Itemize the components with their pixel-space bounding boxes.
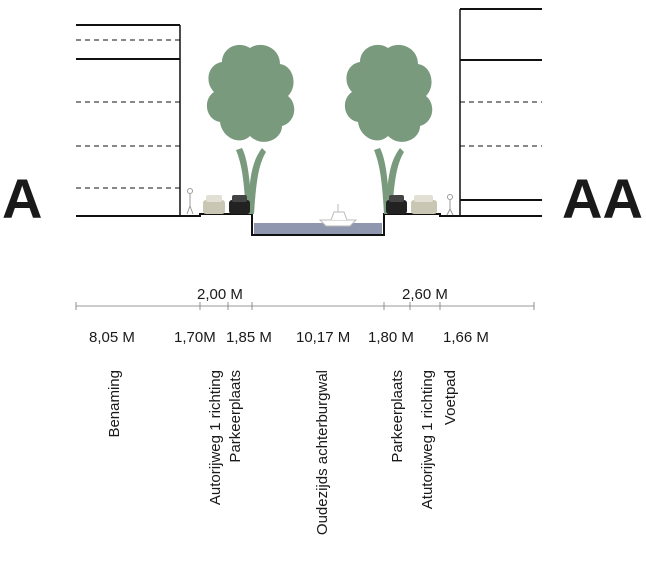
name-atutorijweg-right: Atutorijweg 1 richting xyxy=(419,370,436,509)
car-right-light xyxy=(411,195,437,214)
dimension-bottom-4: 10,17 M xyxy=(296,329,350,346)
left-building xyxy=(76,24,181,216)
tree-right xyxy=(344,44,433,214)
pedestrian-left xyxy=(186,188,194,215)
ground-profile xyxy=(76,213,542,236)
dimension-top-1: 2,00 M xyxy=(197,286,243,303)
right-building xyxy=(459,8,542,216)
dimension-bottom-6: 1,66 M xyxy=(443,329,489,346)
boat xyxy=(318,204,358,227)
car-left-dark xyxy=(229,195,250,214)
car-right-dark xyxy=(386,195,407,214)
name-parkeerplaats-left: Parkeerplaats xyxy=(227,370,244,463)
canal-water xyxy=(254,223,382,234)
name-autorijweg-left: Autorijweg 1 richting xyxy=(207,370,224,505)
pedestrian-right xyxy=(446,194,454,216)
dimension-top-2: 2,60 M xyxy=(402,286,448,303)
dimension-bottom-1: 8,05 M xyxy=(89,329,135,346)
dimension-line xyxy=(75,302,535,310)
dimension-bottom-3: 1,85 M xyxy=(226,329,272,346)
section-mark-right: AA xyxy=(562,167,643,230)
section-mark-left: A xyxy=(2,167,42,230)
dimension-bottom-5: 1,80 M xyxy=(368,329,414,346)
name-oudezijds-achterburgwal: Oudezijds achterburgwal xyxy=(314,370,331,535)
name-voetpad: Voetpad xyxy=(442,370,459,425)
dimension-bottom-2: 1,70M xyxy=(174,329,216,346)
tree-left xyxy=(206,44,295,214)
name-benaming: Benaming xyxy=(106,370,123,438)
name-parkeerplaats-right: Parkeerplaats xyxy=(389,370,406,463)
car-left-light xyxy=(203,195,225,214)
